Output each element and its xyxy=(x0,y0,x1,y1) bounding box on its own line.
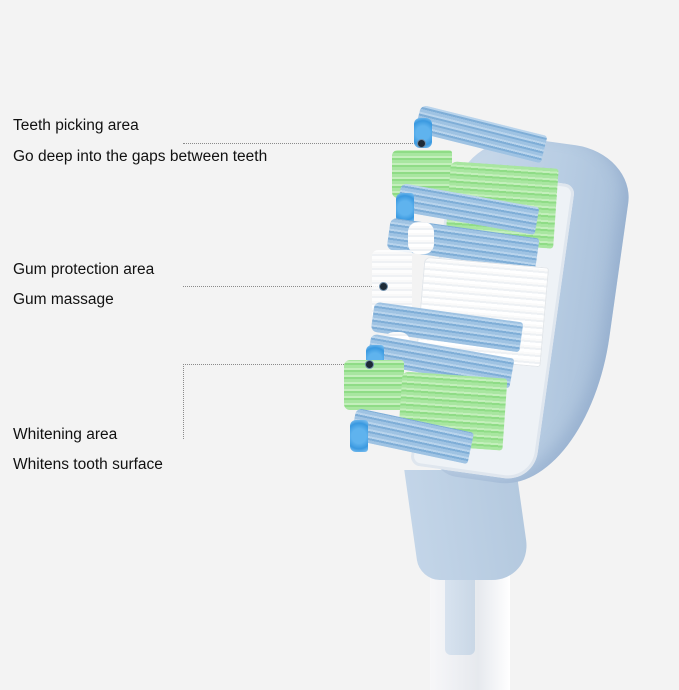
bristle-tip-blue xyxy=(350,420,368,452)
callout-title-whitening: Whitening area xyxy=(13,426,118,443)
callout-title-teeth-picking: Teeth picking area xyxy=(13,117,139,134)
leader-dot-gum-protection xyxy=(380,283,387,290)
callout-desc-teeth-picking: Go deep into the gaps between teeth xyxy=(13,148,268,165)
leader-line-teeth-picking xyxy=(183,143,419,144)
toothbrush-neck xyxy=(404,470,532,580)
leader-line-whitening xyxy=(183,364,368,365)
leader-line-whitening-vertical xyxy=(183,364,184,439)
leader-dot-whitening xyxy=(366,361,373,368)
callout-desc-whitening: Whitens tooth surface xyxy=(13,456,163,473)
leader-dot-teeth-picking xyxy=(418,140,425,147)
bristle-tuft-green xyxy=(344,360,404,410)
callout-title-gum-protection: Gum protection area xyxy=(13,261,155,278)
leader-line-gum-protection xyxy=(183,286,382,287)
callout-desc-gum-protection: Gum massage xyxy=(13,291,114,308)
bristle-tuft-white xyxy=(408,222,434,254)
bristle-tip-blue xyxy=(396,193,414,223)
